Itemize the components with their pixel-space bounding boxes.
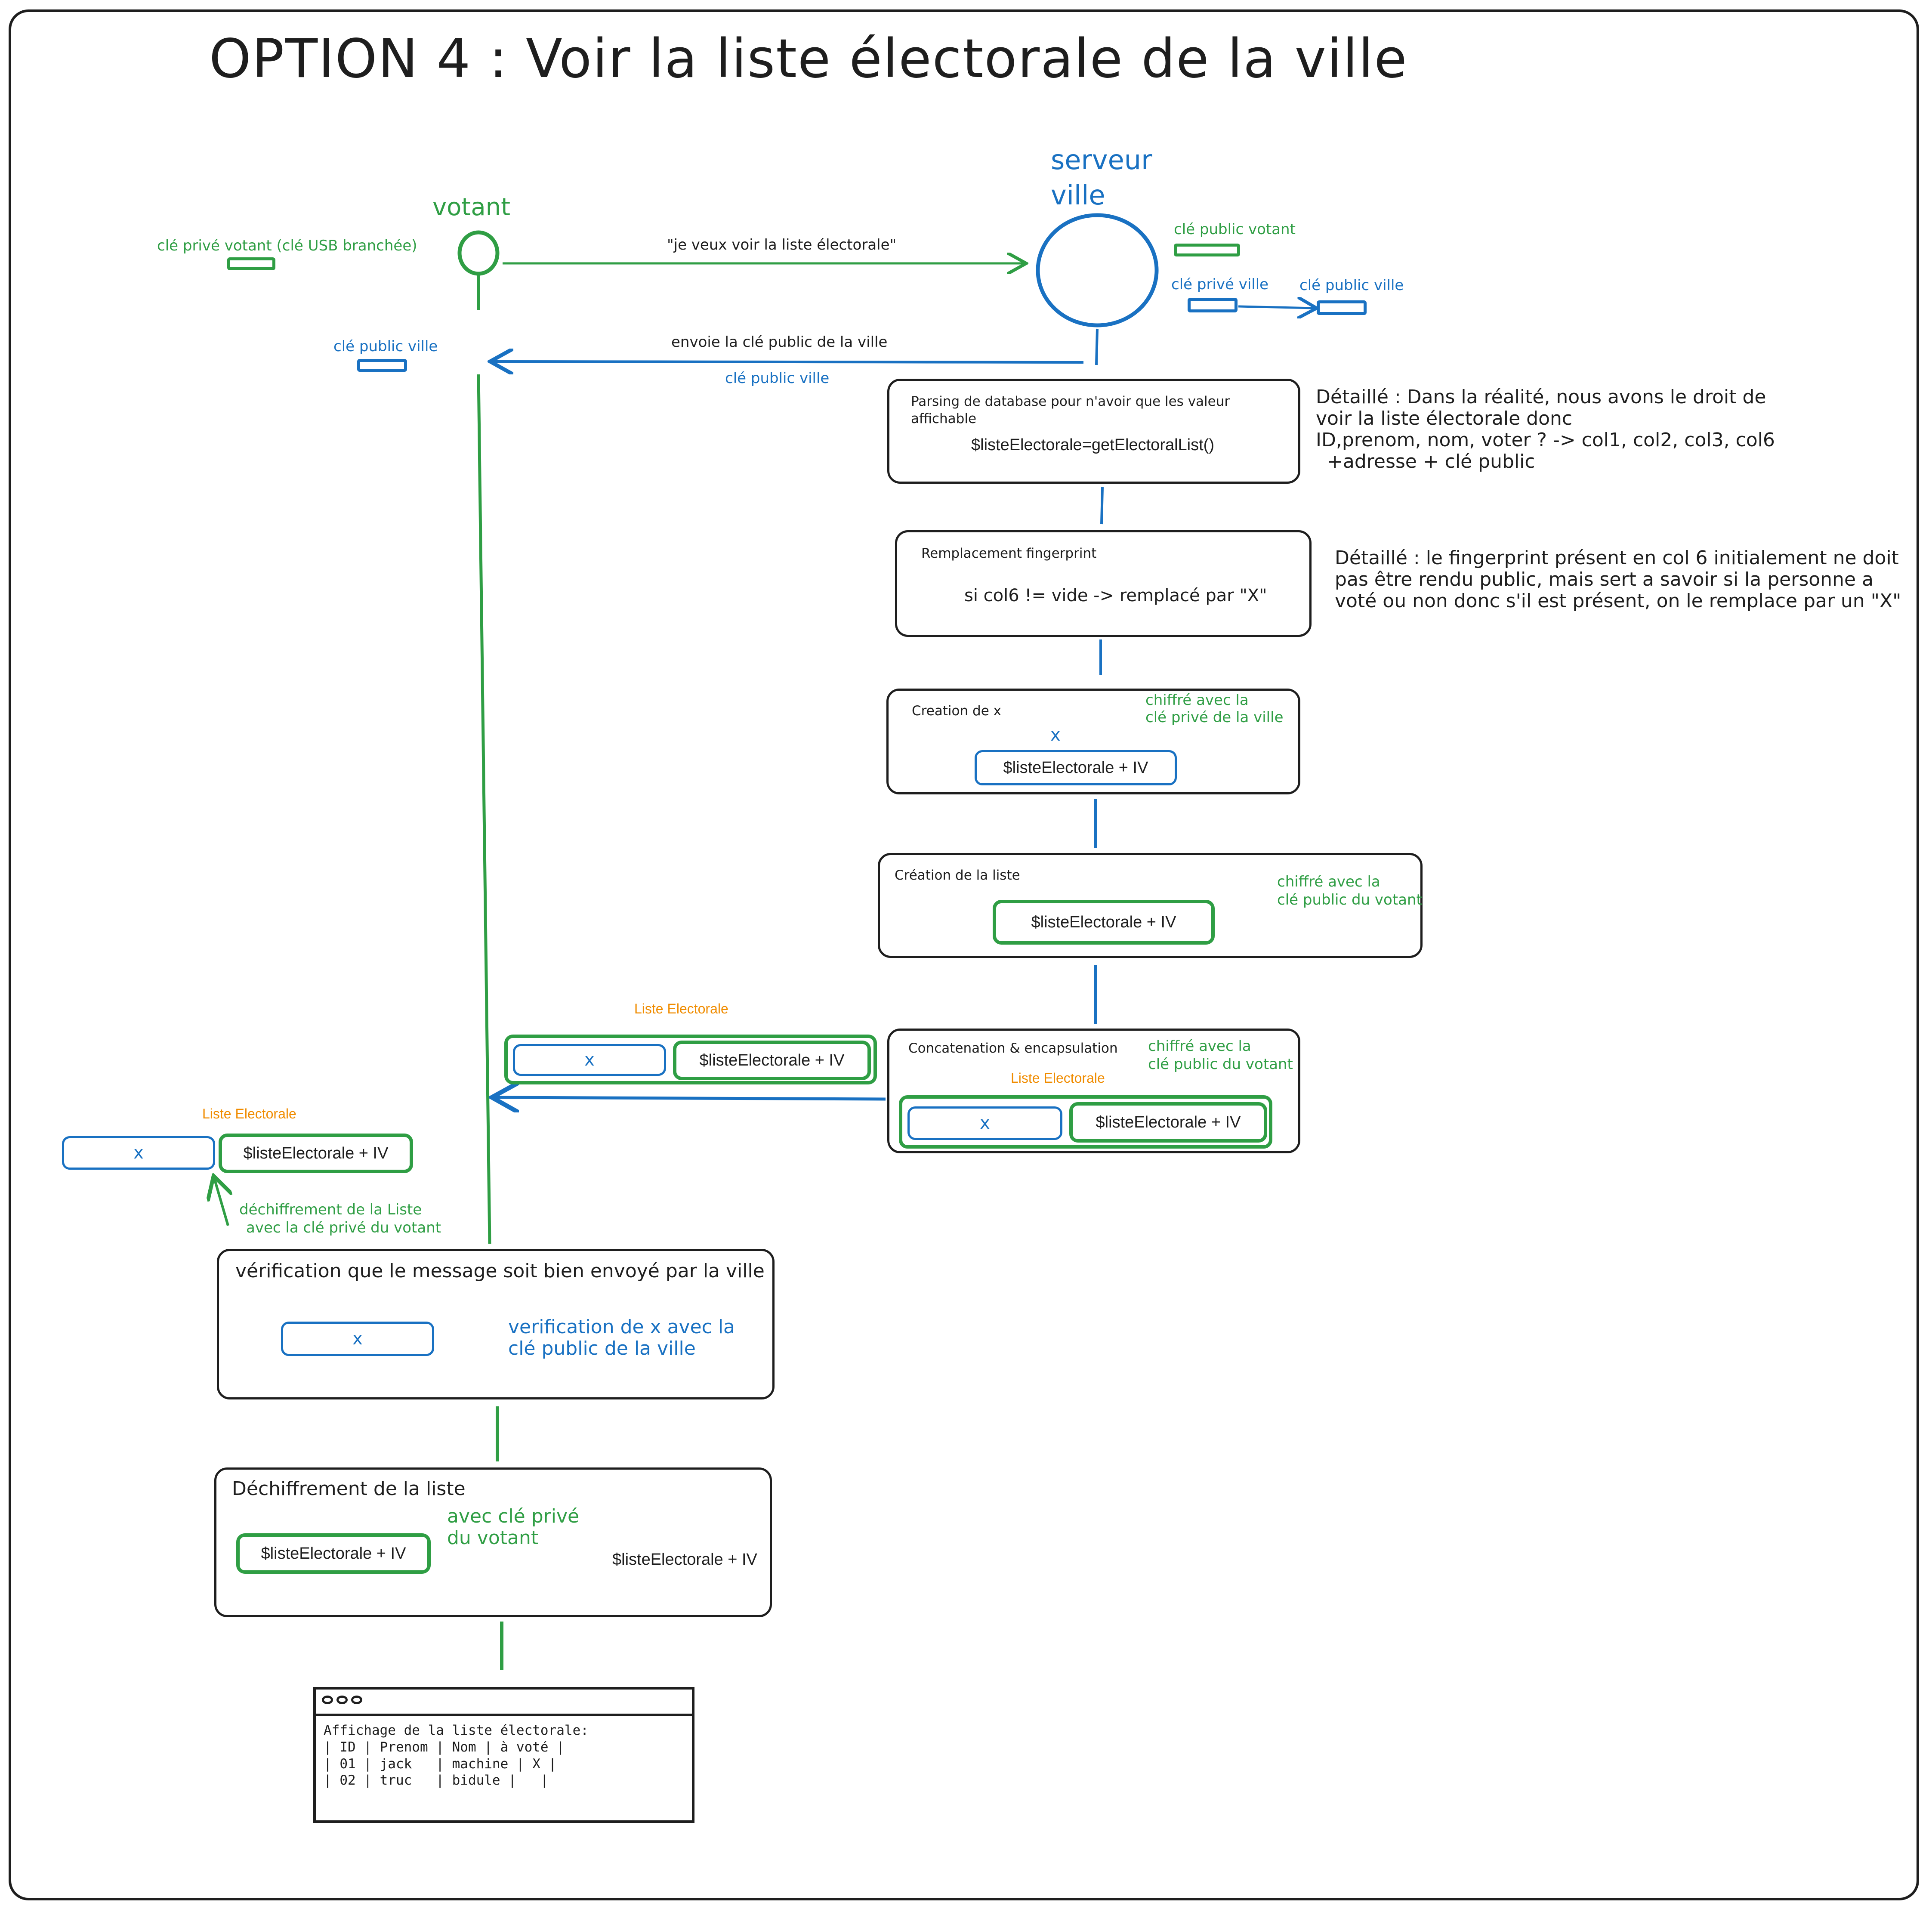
step-creation-x-title: Creation de x xyxy=(912,703,1001,719)
step-verification-x: x xyxy=(352,1329,363,1349)
step-parsing-title: Parsing de database pour n'avoir que les… xyxy=(911,394,1230,427)
step-dechiffrement-output: $listeElectorale + IV xyxy=(612,1551,757,1569)
window-dot-icon xyxy=(322,1696,333,1704)
detail1-line4: +adresse + clé public xyxy=(1327,451,1535,473)
serveur-actor-circle xyxy=(1036,213,1159,327)
terminal-row: | 02 | truc | bidule | | xyxy=(324,1773,549,1789)
received-x: x xyxy=(133,1143,144,1163)
step-concat-note-line1: chiffré avec la xyxy=(1148,1038,1251,1055)
key-private-votant-icon xyxy=(227,257,275,270)
canvas-frame xyxy=(9,9,1919,1900)
decrypt-note-line2: avec la clé privé du votant xyxy=(246,1219,441,1236)
step-creation-liste-note-line1: chiffré avec la xyxy=(1277,873,1380,890)
step-creation-liste-box: Création de la liste $listeElectorale + … xyxy=(878,853,1423,958)
step-concat-payload: $listeElectorale + IV xyxy=(1096,1113,1241,1131)
detail1-line3: ID,prenom, nom, voter ? -> col1, col2, c… xyxy=(1316,429,1775,451)
key-public-ville-received-icon xyxy=(357,359,407,372)
sent-payload-box: $listeElectorale + IV xyxy=(673,1041,871,1080)
send-key-message: envoie la clé public de la ville xyxy=(671,334,888,351)
step-dechiffrement-note-line1: avec clé privé xyxy=(447,1505,580,1527)
terminal-heading: Affichage de la liste électorale: xyxy=(324,1723,589,1738)
step-concat-note-line2: clé public du votant xyxy=(1148,1056,1293,1073)
votant-actor-circle xyxy=(457,230,500,276)
sent-x: x xyxy=(584,1050,595,1070)
key-public-ville-label: clé public ville xyxy=(1299,277,1404,294)
key-private-ville-label: clé privé ville xyxy=(1171,276,1269,293)
step-creation-liste-title: Création de la liste xyxy=(895,868,1020,883)
step-fingerprint-title: Remplacement fingerprint xyxy=(921,546,1097,561)
request-message: "je veux voir la liste électorale" xyxy=(667,236,897,253)
step-concat-label: Liste Electorale xyxy=(1011,1070,1105,1086)
detail2-line1: Détaillé : le fingerprint présent en col… xyxy=(1335,547,1899,569)
step-creation-x-note-line2: clé privé de la ville xyxy=(1145,709,1284,726)
step-verification-title: vérification que le message soit bien en… xyxy=(235,1260,765,1282)
terminal-row: | ID | Prenom | Nom | à voté | xyxy=(324,1739,565,1755)
step-verification-box: vérification que le message soit bien en… xyxy=(217,1249,775,1399)
step-creation-liste-note-line2: clé public du votant xyxy=(1277,891,1422,908)
received-payload-box: $listeElectorale + IV xyxy=(219,1134,413,1173)
step-concat-box: Concatenation & encapsulation Liste Elec… xyxy=(887,1029,1300,1153)
terminal-output: Affichage de la liste électorale: | ID |… xyxy=(316,1716,692,1795)
step-creation-x-note-line1: chiffré avec la xyxy=(1145,692,1249,709)
detail2-line3: voté ou non donc s'il est présent, on le… xyxy=(1335,590,1901,612)
sent-payload: $listeElectorale + IV xyxy=(699,1051,845,1069)
terminal-row: | 01 | jack | machine | X | xyxy=(324,1756,557,1772)
key-public-votant-icon xyxy=(1174,244,1240,256)
step-verification-x-box: x xyxy=(281,1322,434,1356)
step-concat-payload-box: $listeElectorale + IV xyxy=(1069,1102,1267,1143)
step-dechiffrement-input: $listeElectorale + IV xyxy=(261,1544,406,1563)
sent-envelope-label: Liste Electorale xyxy=(634,1001,728,1016)
window-dot-icon xyxy=(336,1696,348,1704)
step-fingerprint-code: si col6 != vide -> remplacé par "X" xyxy=(964,586,1267,605)
step-concat-x: x xyxy=(980,1113,990,1133)
step-verification-note-line1: verification de x avec la xyxy=(508,1316,735,1338)
step-fingerprint-box: Remplacement fingerprint si col6 != vide… xyxy=(895,530,1312,637)
step-creation-x-symbol: x xyxy=(1050,725,1061,745)
step-parsing-code: $listeElectorale=getElectoralList() xyxy=(971,436,1214,454)
step-concat-envelope: x $listeElectorale + IV xyxy=(899,1095,1272,1149)
votant-label: votant xyxy=(432,193,511,221)
sent-x-box: x xyxy=(513,1044,666,1076)
received-envelope-label: Liste Electorale xyxy=(202,1106,296,1121)
step-creation-liste-payload-box: $listeElectorale + IV xyxy=(993,900,1215,945)
step-parsing-box: Parsing de database pour n'avoir que les… xyxy=(887,379,1300,484)
detail2-line2: pas être rendu public, mais sert a savoi… xyxy=(1335,568,1873,590)
decrypt-note-line1: déchiffrement de la Liste xyxy=(239,1201,422,1218)
step-creation-x-payload-box: $listeElectorale + IV xyxy=(975,750,1177,785)
key-public-ville-received-label: clé public ville xyxy=(333,338,438,355)
window-dot-icon xyxy=(351,1696,362,1704)
step-verification-note-line2: clé public de la ville xyxy=(508,1338,696,1359)
detail1-line1: Détaillé : Dans la réalité, nous avons l… xyxy=(1316,386,1766,408)
terminal-window: Affichage de la liste électorale: | ID |… xyxy=(313,1687,694,1823)
serveur-label-line2: ville xyxy=(1051,179,1105,211)
page-title: OPTION 4 : Voir la liste électorale de l… xyxy=(209,28,1408,90)
step-concat-x-box: x xyxy=(907,1106,1062,1140)
key-public-votant-label: clé public votant xyxy=(1174,221,1296,238)
step-creation-x-payload: $listeElectorale + IV xyxy=(1003,758,1148,777)
step-dechiffrement-input-box: $listeElectorale + IV xyxy=(236,1533,431,1574)
key-public-ville-icon xyxy=(1317,300,1367,315)
step-dechiffrement-title: Déchiffrement de la liste xyxy=(232,1478,466,1500)
key-private-votant-label: clé privé votant (clé USB branchée) xyxy=(157,237,417,254)
send-key-payload: clé public ville xyxy=(725,370,830,387)
received-x-box: x xyxy=(62,1136,215,1170)
step-creation-liste-payload: $listeElectorale + IV xyxy=(1031,913,1176,931)
terminal-titlebar xyxy=(316,1690,692,1716)
detail1-line2: voir la liste électorale donc xyxy=(1316,408,1573,429)
serveur-label-line1: serveur xyxy=(1051,144,1152,176)
step-concat-title: Concatenation & encapsulation xyxy=(908,1041,1118,1056)
step-dechiffrement-note-line2: du votant xyxy=(447,1527,539,1549)
sent-envelope: x $listeElectorale + IV xyxy=(504,1035,877,1084)
received-payload: $listeElectorale + IV xyxy=(243,1144,389,1162)
step-creation-x-box: Creation de x x $listeElectorale + IV xyxy=(886,689,1300,794)
key-private-ville-icon xyxy=(1188,298,1238,312)
step-dechiffrement-box: Déchiffrement de la liste $listeElectora… xyxy=(214,1467,772,1617)
